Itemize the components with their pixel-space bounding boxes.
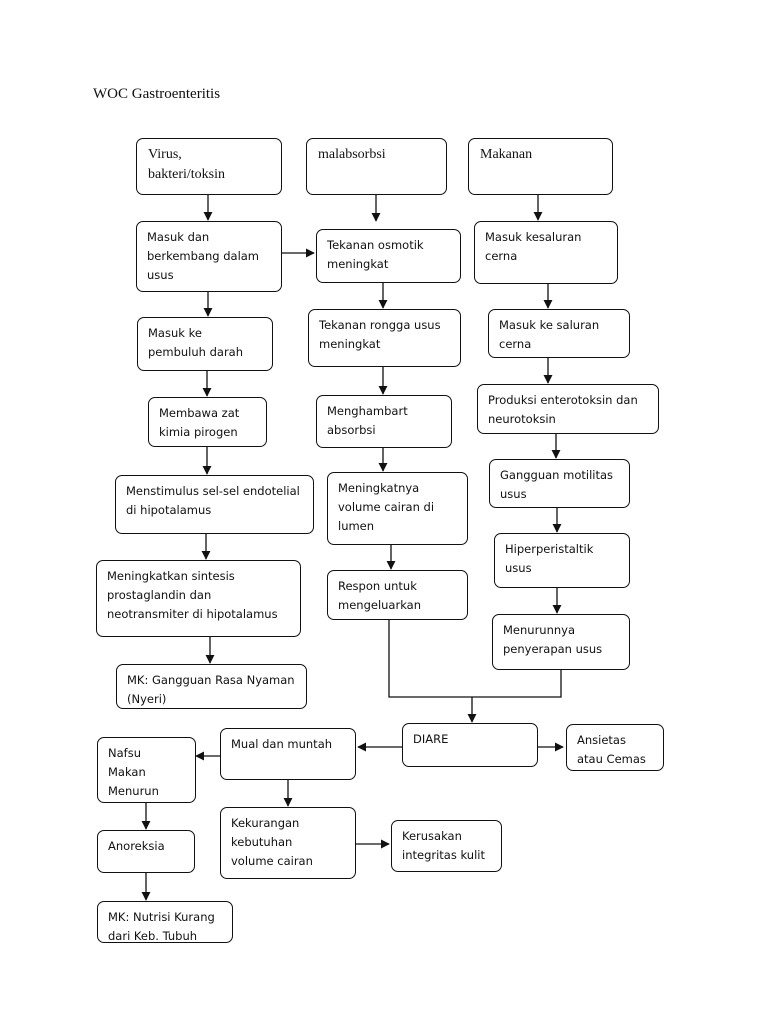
node-mual: Mual dan muntah [220, 728, 356, 780]
node-kerusakan: Kerusakan integritas kulit [391, 820, 502, 872]
node-masuk-kesaluran: Masuk kesaluran cerna [474, 221, 618, 284]
node-produksi: Produksi enterotoksin dan neurotoksin [477, 384, 659, 434]
node-membawa-zat: Membawa zat kimia pirogen [148, 397, 267, 447]
node-masuk-berkembang: Masuk dan berkembang dalam usus [136, 221, 282, 292]
node-makanan: Makanan [468, 138, 613, 195]
node-malabsorbsi: malabsorbsi [306, 138, 447, 195]
node-kekurangan: Kekurangan kebutuhan volume cairan [220, 807, 356, 879]
node-gangguan-motilitas: Gangguan motilitas usus [489, 459, 630, 508]
node-hiperperistaltik: Hiperperistaltik usus [494, 533, 630, 588]
node-mk-nyeri: MK: Gangguan Rasa Nyaman (Nyeri) [116, 664, 307, 709]
node-menghambat: Menghambart absorbsi [316, 395, 452, 448]
node-sintesis: Meningkatkan sintesis prostaglandin dan … [96, 560, 301, 637]
node-virus: Virus, bakteri/toksin [136, 138, 282, 195]
page-title: WOC Gastroenteritis [93, 86, 221, 102]
node-penyerapan: Menurunnya penyerapan usus [492, 614, 630, 670]
node-respon: Respon untuk mengeluarkan [327, 570, 468, 620]
node-masuk-pembuluh: Masuk ke pembuluh darah [137, 317, 273, 371]
node-tekanan-rongga: Tekanan rongga usus meningkat [308, 309, 461, 367]
node-masuk-saluran: Masuk ke saluran cerna [488, 309, 630, 358]
node-nafsu: Nafsu Makan Menurun [97, 737, 196, 803]
node-volume-lumen: Meningkatnya volume cairan di lumen [327, 472, 468, 545]
node-ansietas: Ansietas atau Cemas [566, 724, 664, 771]
node-anoreksia: Anoreksia [97, 830, 195, 873]
node-mk-nutrisi: MK: Nutrisi Kurang dari Keb. Tubuh [97, 901, 233, 943]
node-diare: DIARE [402, 723, 538, 767]
node-tekanan-osmotik: Tekanan osmotik meningkat [316, 229, 461, 283]
node-menstimulus: Menstimulus sel-sel endotelial di hipota… [115, 475, 314, 534]
